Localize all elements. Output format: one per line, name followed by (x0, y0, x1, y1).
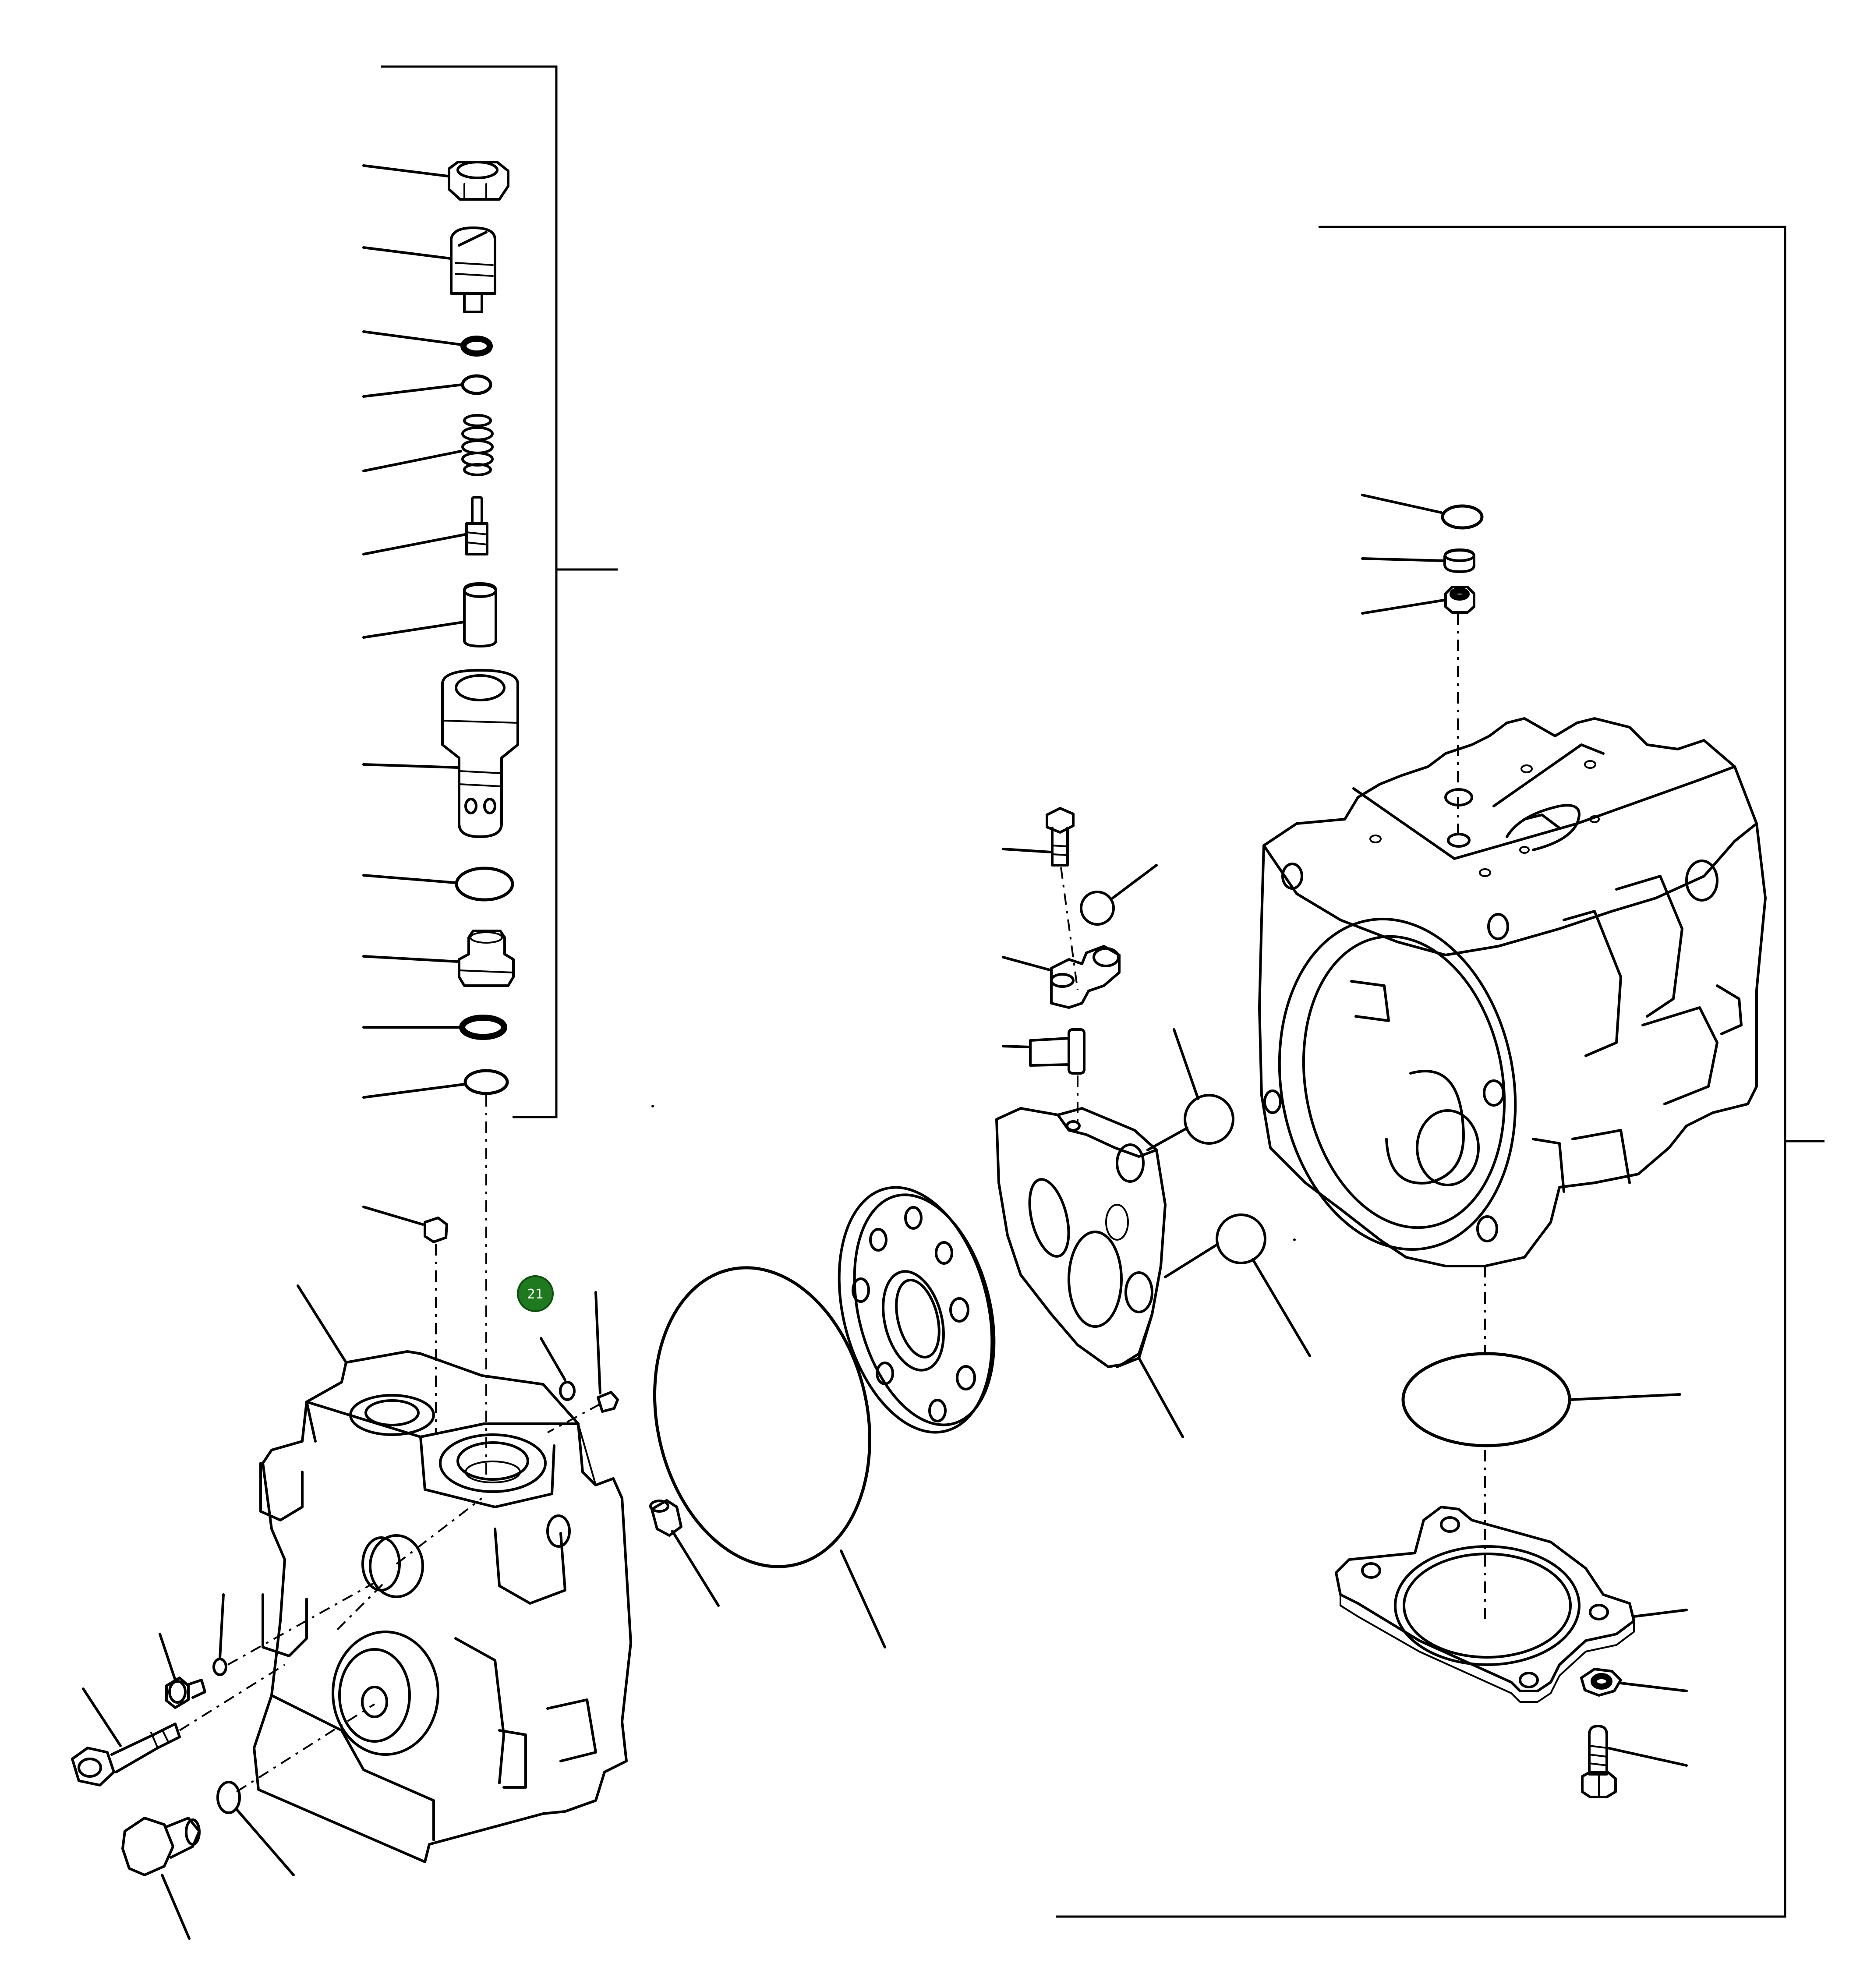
small-ring-left-part (212, 1581, 377, 1676)
servo-cover-part (995, 1107, 1184, 1438)
spring-part (362, 414, 494, 476)
bubble-upper-servo (1080, 864, 1158, 926)
valve-body-part (362, 669, 519, 838)
washer-black-part (362, 1015, 507, 1040)
plug-ring-top-part (1361, 494, 1484, 530)
dowel-pin-part (649, 1499, 720, 1607)
poppet-part (362, 496, 488, 555)
small-ring-lower-part (362, 374, 492, 398)
large-o-ring-part (653, 1266, 886, 1648)
set-bolt-small-part (1002, 807, 1078, 990)
bubble-lower-servo (1164, 1213, 1311, 1357)
small-o-ring-21-part (540, 1337, 576, 1401)
pump-case-block-part (253, 1350, 632, 1863)
small-ring-upper-part (362, 330, 493, 357)
hex-plug-part (121, 1817, 201, 1940)
plug-left-part (159, 1633, 206, 1709)
plug-top-part (362, 1206, 448, 1433)
fitting-part (362, 930, 515, 987)
pin-servo-part (1002, 1028, 1086, 1121)
right-group-bracket (1056, 226, 1824, 1918)
bubble-mid-servo (1146, 1028, 1234, 1151)
speck (651, 1105, 654, 1107)
badge-circle (517, 1275, 554, 1312)
speck (1293, 1238, 1296, 1241)
leader-case-top (297, 1284, 347, 1364)
cap-nut-part (362, 161, 509, 201)
bolt-right-part (1581, 1725, 1688, 1798)
flange-part (1335, 1506, 1688, 1703)
callout-badge-21[interactable]: 21 (517, 1275, 554, 1312)
pin-part (547, 1291, 619, 1433)
adjust-screw-part (362, 226, 496, 313)
plug-top-right-part (1361, 548, 1475, 573)
pump-case-large-part (1258, 717, 1767, 1267)
nut-top-right-part (1361, 586, 1475, 615)
badge-label: 21 (527, 1287, 544, 1302)
o-ring-right-part (1401, 1352, 1681, 1447)
o-ring-large-part (362, 867, 514, 902)
valve-plate-part (838, 1186, 996, 1434)
left-group-bracket (381, 65, 618, 1118)
sleeve-part (362, 582, 497, 647)
stud-bolt-part (71, 1664, 286, 1786)
washer-right-part (1580, 1668, 1688, 1697)
o-ring-bottom-left-part (216, 1703, 375, 1876)
o-ring-small-part (362, 1069, 509, 1099)
lever-part (1002, 945, 1121, 1009)
